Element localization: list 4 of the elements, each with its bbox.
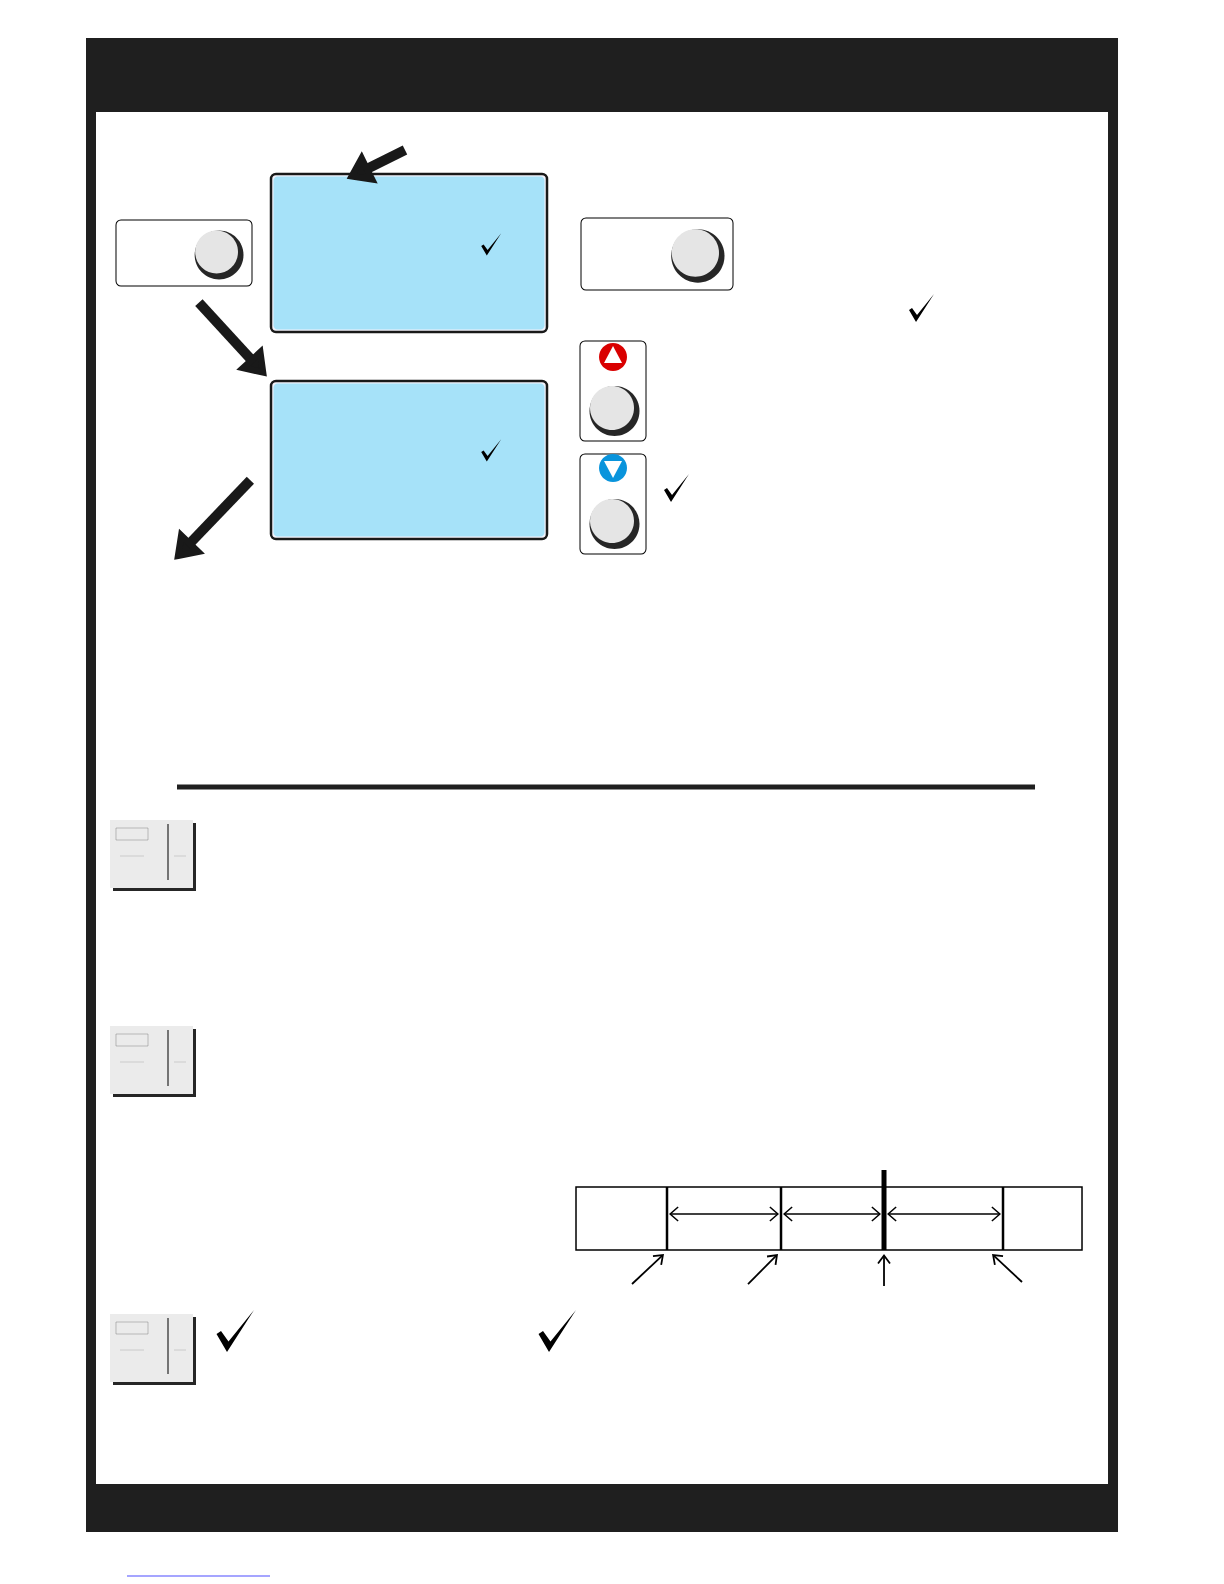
push-button <box>115 219 253 287</box>
push-button <box>579 340 647 442</box>
push-button <box>579 453 647 555</box>
push-button <box>580 217 734 291</box>
